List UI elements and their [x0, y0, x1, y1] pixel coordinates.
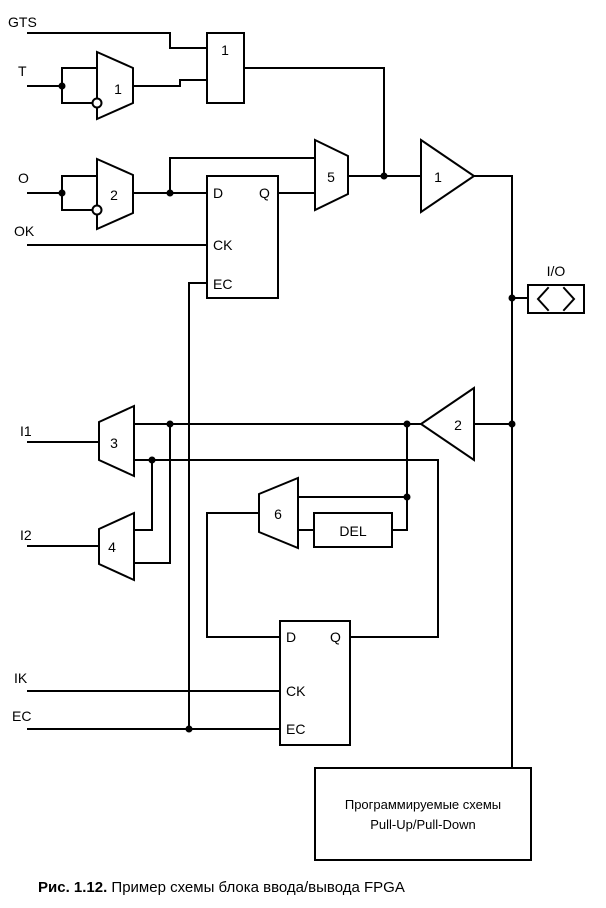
caption-text: Пример схемы блока ввода/вывода FPGA [107, 879, 405, 896]
input-i2-label: I2 [20, 527, 32, 543]
delay-label: DEL [339, 523, 366, 539]
mux-4: 4 [98, 511, 135, 582]
wires [27, 32, 529, 769]
delay-element: DEL [313, 512, 393, 548]
input-ok-label: OK [14, 223, 35, 239]
pullup-box-line2: Pull-Up/Pull-Down [370, 817, 475, 832]
mux-3-label: 3 [110, 435, 118, 451]
figure-caption: Рис. 1.12. Пример схемы блока ввода/выво… [38, 879, 405, 896]
invert-bubble [91, 97, 103, 109]
input-ik-label: IK [14, 670, 28, 686]
mux-6-label: 6 [274, 506, 282, 522]
ff-out-ec-pin: EC [213, 276, 232, 292]
or-gate-1: 1 [206, 32, 245, 104]
pullup-box-line1: Программируемые схемы [345, 797, 501, 812]
ff-in-d-pin: D [286, 629, 296, 645]
pullup-pulldown-box: Программируемые схемы Pull-Up/Pull-Down [314, 767, 532, 861]
input-o-label: O [18, 170, 29, 186]
io-pad-label: I/O [547, 263, 566, 279]
output-buffer-1: 1 [420, 138, 476, 214]
input-buffer-2: 2 [419, 386, 475, 462]
ff-out-ck-pin: CK [213, 237, 233, 253]
ff-in-q-pin: Q [330, 629, 341, 645]
mux-1-label: 1 [114, 81, 122, 97]
mux-2: 2 [91, 157, 134, 231]
or-gate-1-label: 1 [221, 42, 229, 58]
mux-5: 5 [314, 138, 349, 212]
ff-out-d-pin: D [213, 185, 223, 201]
mux-6: 6 [258, 476, 299, 550]
ff-in-ec-pin: EC [286, 721, 305, 737]
input-t-label: T [18, 63, 27, 79]
invert-bubble [91, 204, 103, 216]
mux-4-label: 4 [108, 539, 116, 555]
input-gts-label: GTS [8, 14, 37, 30]
io-pad: I/O [527, 263, 585, 314]
input-labels: GTS T O OK I1 I2 IK EC [8, 14, 37, 724]
mux-2-label: 2 [110, 187, 118, 203]
ff-in-ck-pin: CK [286, 683, 306, 699]
input-flipflop: D Q CK EC [279, 620, 351, 746]
caption-label: Рис. 1.12. [38, 879, 107, 896]
input-ec-label: EC [12, 708, 31, 724]
mux-1: 1 [91, 50, 134, 121]
mux-3: 3 [98, 404, 135, 478]
buffer-2-label: 2 [454, 417, 462, 433]
ff-out-q-pin: Q [259, 185, 270, 201]
input-i1-label: I1 [20, 423, 32, 439]
junction-dots [58, 82, 516, 733]
mux-5-label: 5 [327, 169, 335, 185]
output-flipflop: D Q CK EC [206, 175, 279, 299]
buffer-1-label: 1 [434, 169, 442, 185]
